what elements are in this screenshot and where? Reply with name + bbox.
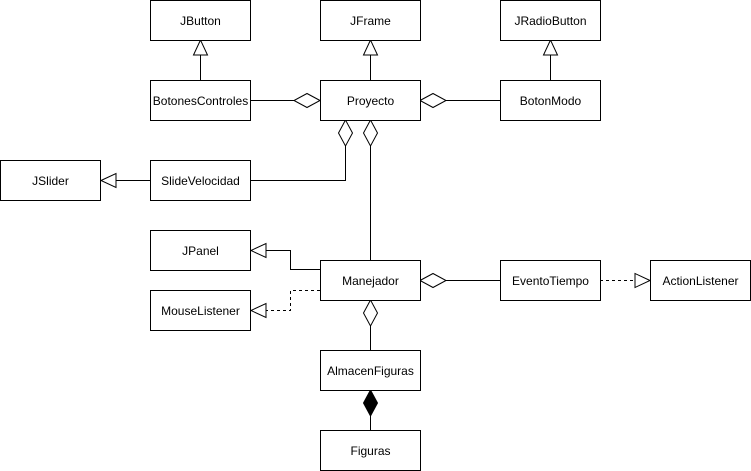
aggregation-diamond-proyecto-slide (337, 118, 354, 148)
class-jradiobutton[interactable]: JRadioButton (500, 0, 601, 41)
class-mouselistener[interactable]: MouseListener (150, 290, 251, 331)
class-jframe[interactable]: JFrame (320, 0, 421, 41)
class-figuras[interactable]: Figuras (320, 430, 421, 471)
class-label-figuras: Figuras (350, 443, 391, 458)
class-label-jbutton: JButton (180, 13, 221, 28)
class-label-botonmodo: BotonModo (519, 93, 582, 108)
aggregation-diamond-proyecto-right (418, 92, 448, 109)
class-label-eventotiempo: EventoTiempo (512, 273, 589, 288)
class-label-mouselistener: MouseListener (161, 303, 240, 318)
class-label-botonescontroles: BotonesControles (152, 93, 249, 108)
class-jbutton[interactable]: JButton (150, 0, 251, 41)
class-label-jpanel: JPanel (182, 243, 219, 258)
class-manejador[interactable]: Manejador (320, 260, 421, 301)
class-label-slidevelocidad: SlideVelocidad (161, 173, 240, 188)
class-jslider[interactable]: JSlider (0, 160, 101, 201)
class-slidevelocidad[interactable]: SlideVelocidad (150, 160, 251, 201)
inheritance-arrow-jradiobutton (542, 38, 559, 56)
edge-manejador-mouselistener (266, 290, 320, 311)
realization-arrow-actionlistener (634, 272, 652, 289)
class-label-actionlistener: ActionListener (662, 273, 739, 288)
aggregation-diamond-manejador-right (418, 272, 448, 289)
realization-arrow-mouselistener (249, 302, 267, 319)
class-label-jradiobutton: JRadioButton (514, 13, 587, 28)
inheritance-arrow-jframe (362, 38, 379, 56)
inheritance-arrow-jpanel (249, 242, 267, 259)
class-botonmodo[interactable]: BotonModo (500, 80, 601, 121)
class-label-manejador: Manejador (342, 273, 399, 288)
class-botonescontroles[interactable]: BotonesControles (150, 80, 251, 121)
inheritance-arrow-jbutton (192, 38, 209, 56)
class-label-proyecto: Proyecto (346, 93, 395, 108)
aggregation-diamond-proyecto-manejador (362, 118, 379, 148)
class-label-jframe: JFrame (350, 13, 391, 28)
edge-proyecto-slidevelocidad (250, 146, 346, 181)
edge-manejador-jpanel (266, 250, 320, 270)
class-actionlistener[interactable]: ActionListener (650, 260, 751, 301)
class-proyecto[interactable]: Proyecto (320, 80, 421, 121)
class-jpanel[interactable]: JPanel (150, 230, 251, 271)
class-almacenfiguras[interactable]: AlmacenFiguras (320, 350, 421, 391)
inheritance-arrow-jslider (99, 172, 117, 189)
aggregation-diamond-manejador-bottom (362, 298, 379, 328)
class-label-almacenfiguras: AlmacenFiguras (327, 363, 414, 378)
composition-diamond-almacenfiguras (362, 388, 379, 418)
class-label-jslider: JSlider (32, 173, 69, 188)
class-eventotiempo[interactable]: EventoTiempo (500, 260, 601, 301)
aggregation-diamond-proyecto-left (292, 92, 322, 109)
